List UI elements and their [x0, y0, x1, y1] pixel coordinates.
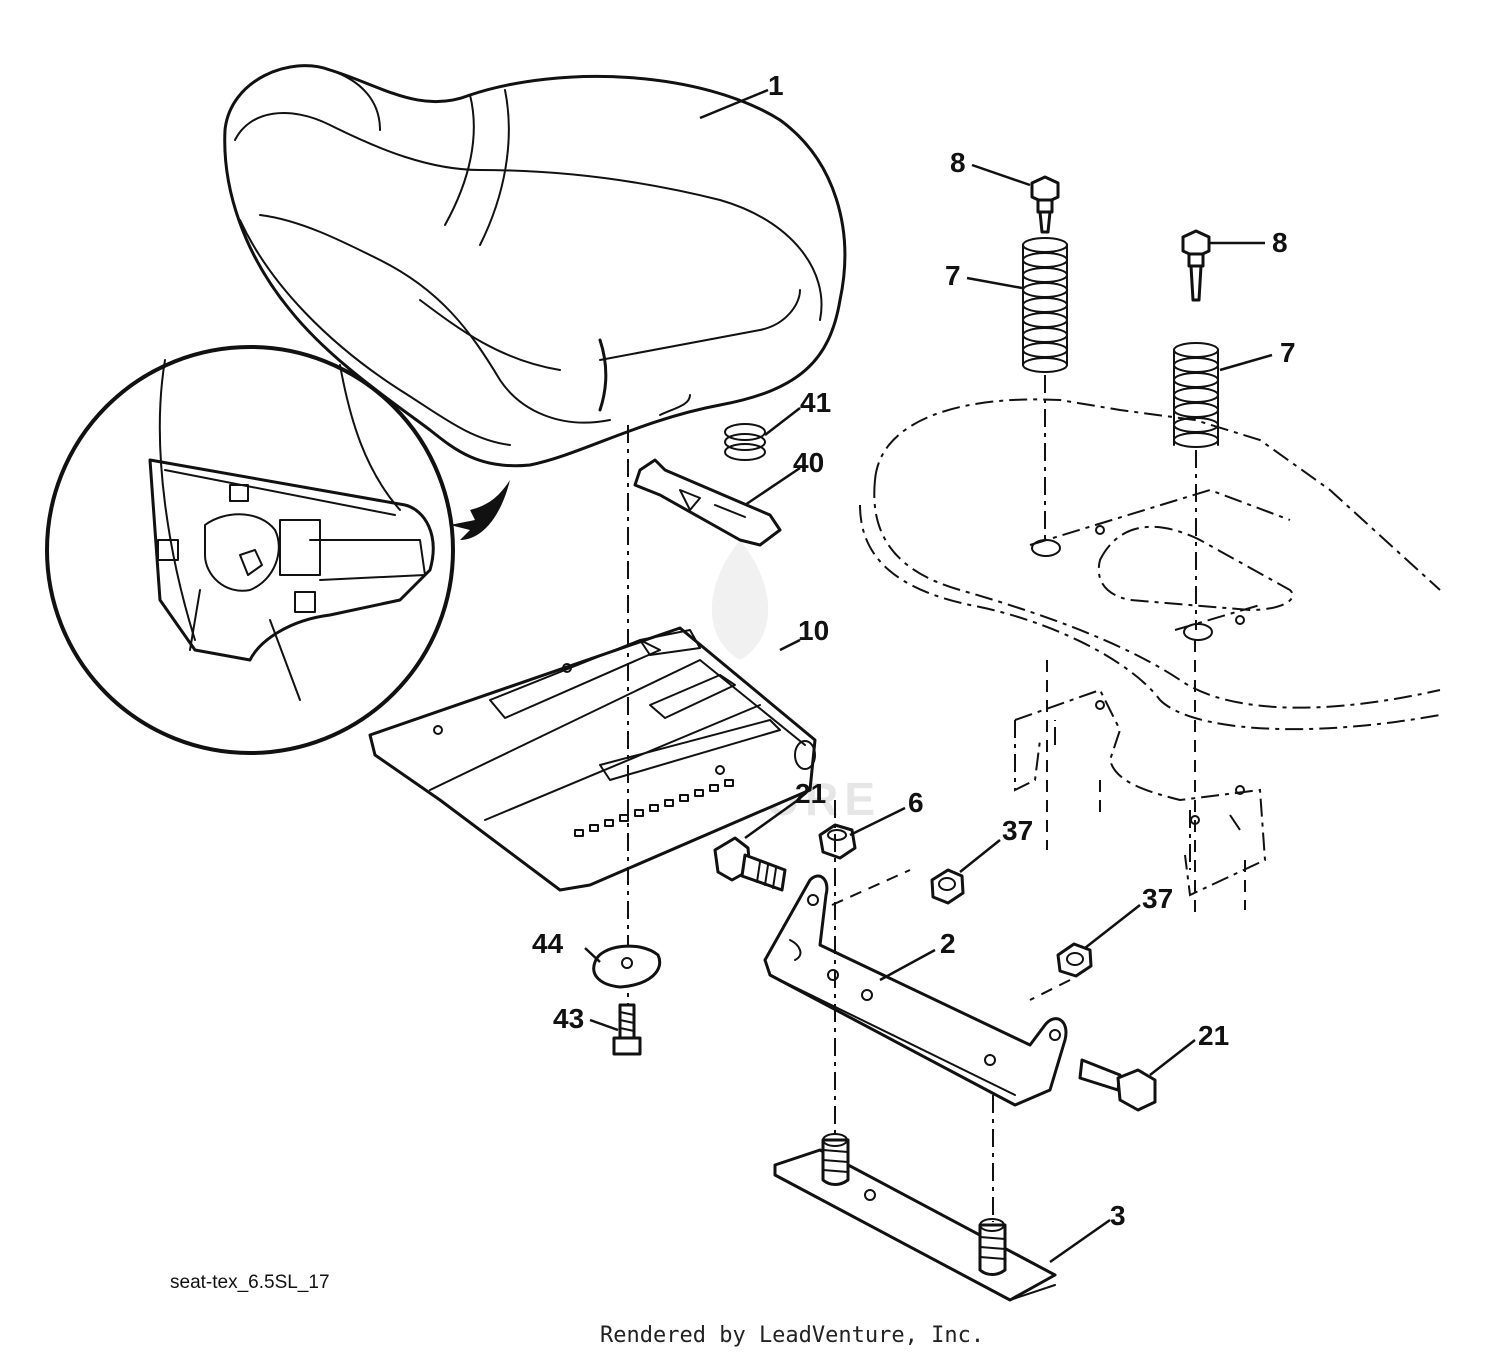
bolt-43-part[interactable] [612, 1003, 642, 1056]
callout-8-right[interactable]: 8 [1272, 227, 1288, 258]
bolt-8-right-part[interactable] [1181, 229, 1211, 302]
spring-41-part[interactable] [724, 423, 766, 461]
render-credit: Rendered by LeadVenture, Inc. [600, 1323, 984, 1348]
callout-21-right[interactable]: 21 [1198, 1020, 1229, 1051]
watermark-flame-icon [711, 540, 769, 660]
callout-leaders [584, 88, 1273, 1264]
callout-10[interactable]: 10 [798, 615, 829, 646]
bracket-2-part[interactable] [763, 874, 1068, 1107]
callout-40[interactable]: 40 [793, 447, 824, 478]
nut-guide-lines [831, 869, 1071, 1001]
seat-part[interactable] [223, 64, 847, 468]
washer-44-part[interactable] [592, 944, 662, 989]
nut-37-upper-part[interactable] [930, 868, 965, 905]
latch-40-part[interactable] [633, 458, 782, 547]
callout-7-right[interactable]: 7 [1280, 337, 1296, 368]
callout-21-left[interactable]: 21 [795, 778, 826, 809]
bolt-21-left-part[interactable] [713, 836, 787, 892]
nut-37-lower-part[interactable] [1056, 942, 1093, 978]
callout-43[interactable]: 43 [553, 1003, 584, 1034]
callout-3[interactable]: 3 [1110, 1200, 1126, 1231]
bolt-8-left-part[interactable] [1030, 175, 1060, 234]
curved-arrow-icon [450, 480, 510, 540]
nut-6-part[interactable] [818, 823, 857, 860]
frame-reference-outline [859, 398, 1441, 915]
callout-41[interactable]: 41 [800, 387, 831, 418]
callout-2[interactable]: 2 [940, 928, 956, 959]
bolt-21-right-part[interactable] [1078, 1058, 1157, 1112]
seat-pan-10-part[interactable] [368, 626, 817, 892]
callout-7-left[interactable]: 7 [945, 260, 961, 291]
callout-37-lower[interactable]: 37 [1142, 883, 1173, 914]
callout-6[interactable]: 6 [908, 787, 924, 818]
plate-3-part[interactable] [773, 1133, 1057, 1302]
spring-7-right-part[interactable] [1173, 342, 1219, 448]
detail-magnifier-view [45, 345, 510, 755]
callout-44[interactable]: 44 [532, 928, 564, 959]
callout-37-upper[interactable]: 37 [1002, 815, 1033, 846]
callout-1[interactable]: 1 [768, 70, 784, 101]
callout-8-left[interactable]: 8 [950, 147, 966, 178]
diagram-code: seat-tex_6.5SL_17 [170, 1272, 330, 1293]
adjust-holes [574, 779, 734, 837]
spring-7-left-part[interactable] [1022, 237, 1068, 373]
